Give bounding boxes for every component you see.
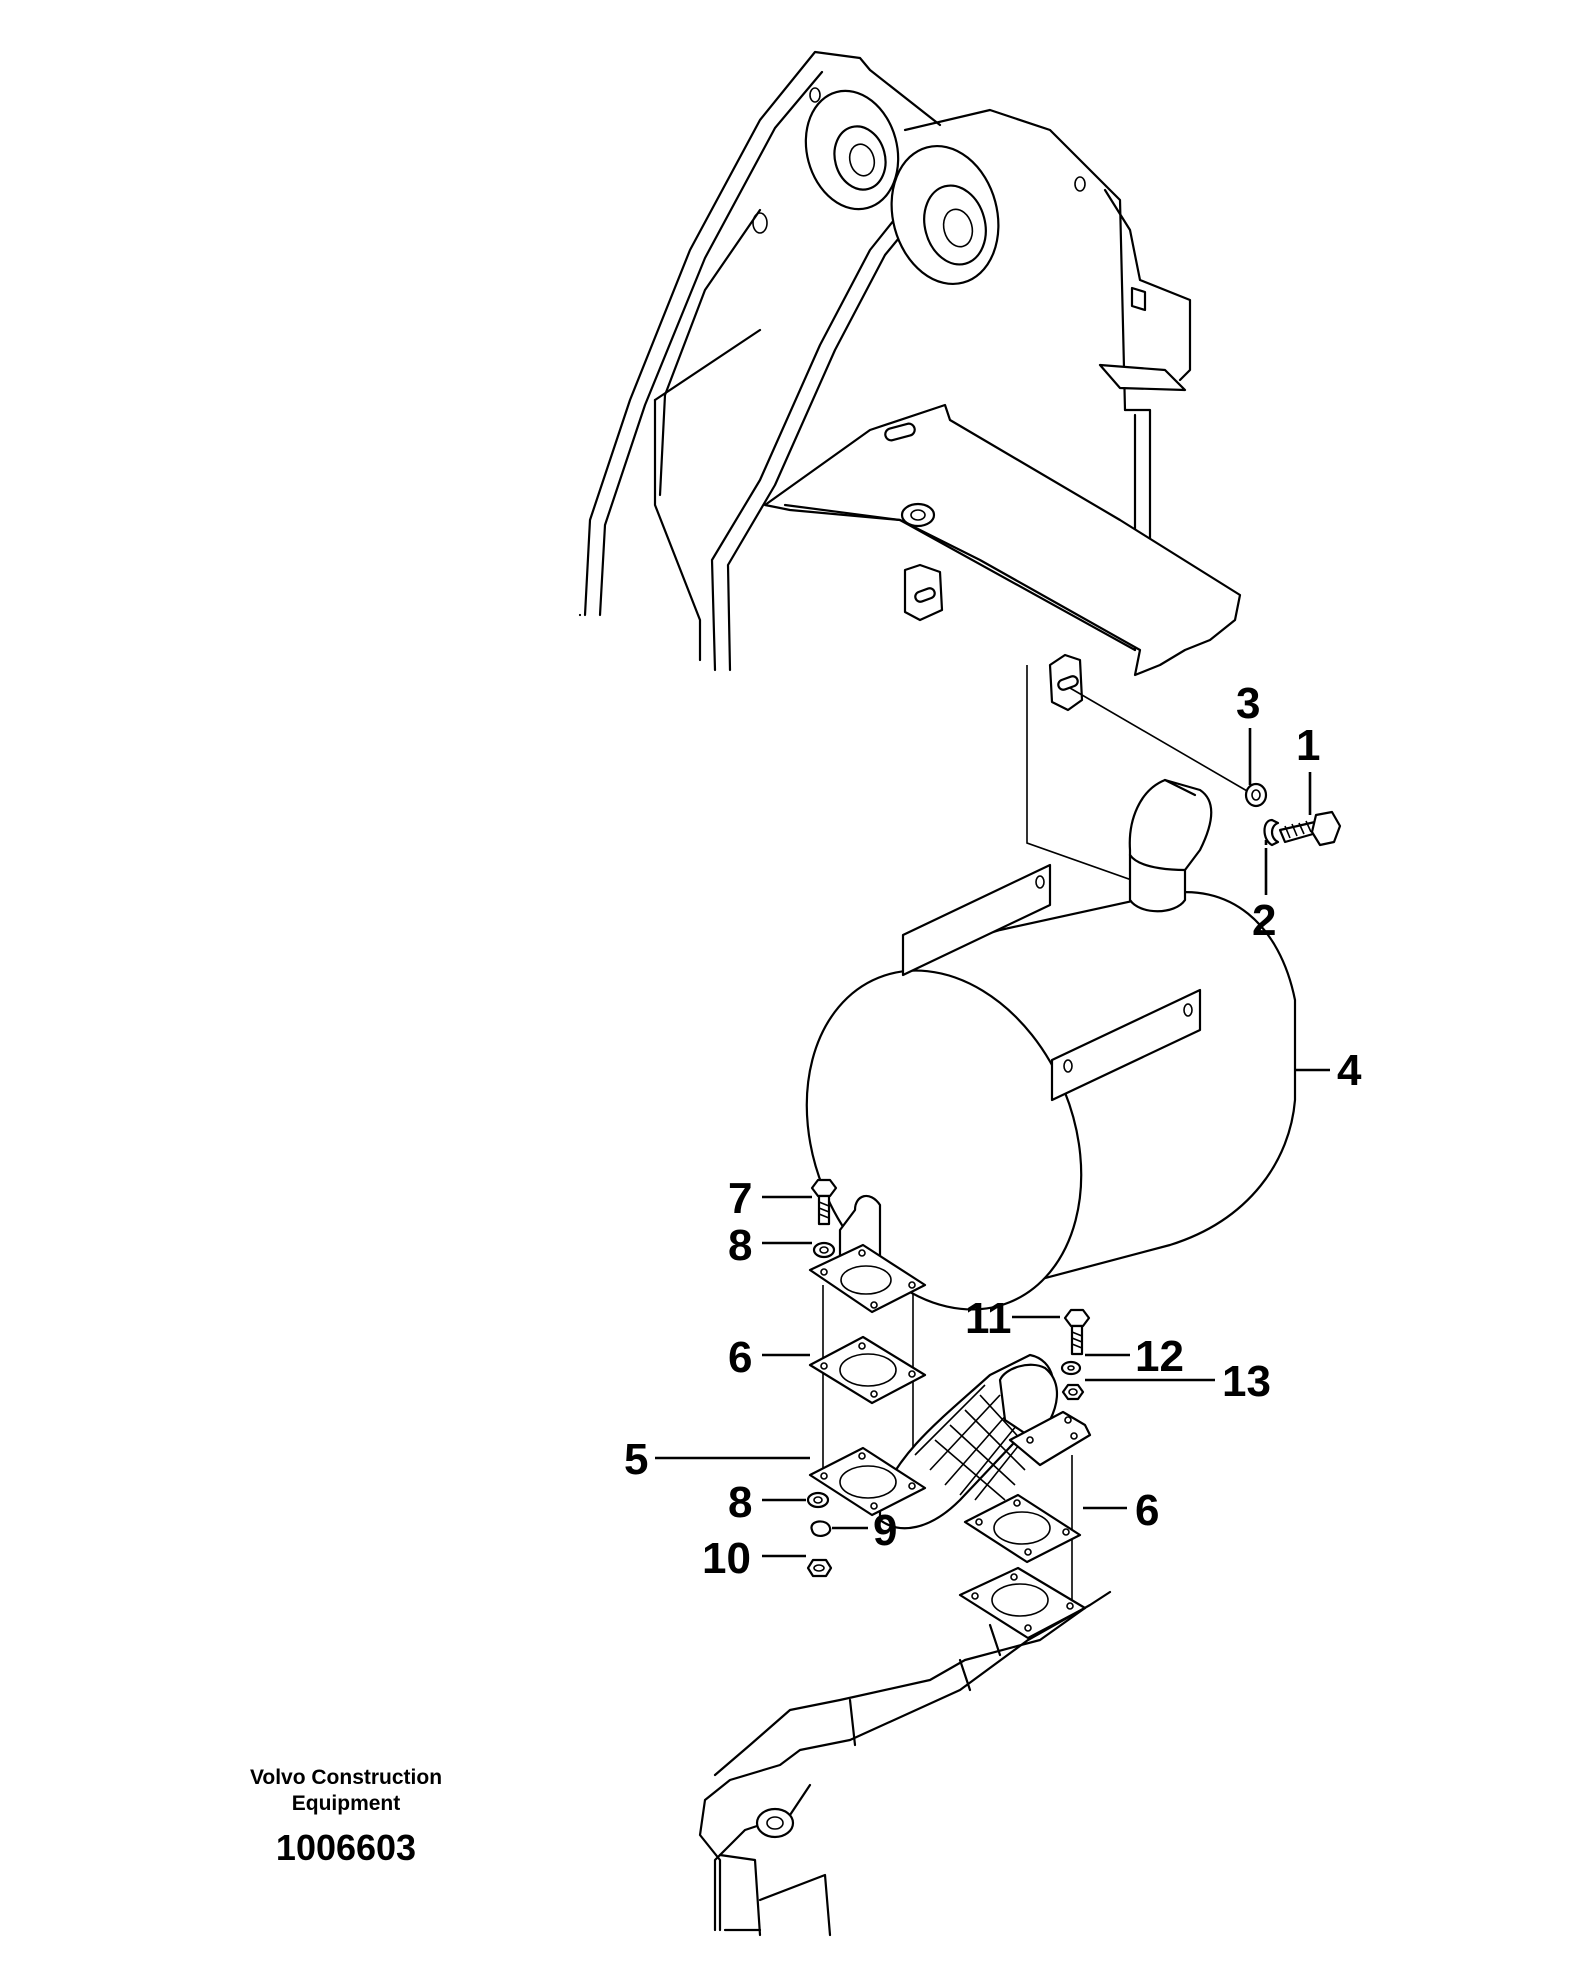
callout-8-upper: 8 [728, 1221, 752, 1270]
callout-6-lower: 6 [1135, 1486, 1159, 1535]
callout-13: 13 [1222, 1357, 1271, 1406]
exhaust-pipe [878, 1353, 1058, 1530]
bolt-part-1 [1278, 810, 1342, 847]
company-name-line2: Equipment [292, 1792, 401, 1815]
callout-labels: 1 2 3 4 5 6 6 7 8 8 9 10 11 12 13 [624, 679, 1362, 1583]
nut-part-10 [806, 1558, 833, 1578]
washer-part-8-upper [812, 1241, 836, 1259]
callout-9: 9 [873, 1506, 897, 1555]
muffler-outlet-flange [808, 1243, 927, 1314]
callout-6-upper: 6 [728, 1333, 752, 1382]
washer-part-8-lower [806, 1491, 830, 1509]
gasket-upper [808, 1335, 927, 1405]
gasket-lower [963, 1493, 1082, 1564]
lock-washer-part-9 [810, 1520, 832, 1537]
pipe-flange-right [1008, 1410, 1092, 1467]
drawing-footer: Volvo Construction Equipment 1006603 [250, 1766, 442, 1868]
callout-3: 3 [1236, 679, 1260, 728]
lock-washer-part-12 [1060, 1360, 1082, 1376]
washer-part-3 [1244, 782, 1268, 808]
callout-2: 2 [1252, 896, 1276, 945]
muffler [805, 778, 1297, 1311]
callout-4: 4 [1337, 1046, 1362, 1095]
callout-leaders [655, 728, 1330, 1558]
bolt-part-11 [1063, 1308, 1091, 1356]
drawing-number: 1006603 [276, 1827, 416, 1868]
callout-11: 11 [965, 1294, 1012, 1343]
pipe-flange-left [808, 1446, 927, 1517]
callout-8-lower: 8 [728, 1478, 752, 1527]
callout-1: 1 [1296, 721, 1320, 770]
boom-bracket-frame [578, 50, 1242, 712]
nut-part-13 [1061, 1383, 1085, 1401]
callout-10: 10 [702, 1534, 751, 1583]
bolt-part-7 [810, 1178, 838, 1226]
engine-exhaust-manifold [698, 1566, 1112, 1937]
callout-7: 7 [728, 1174, 752, 1223]
callout-5: 5 [624, 1435, 648, 1484]
company-name-line1: Volvo Construction [250, 1766, 442, 1789]
callout-12: 12 [1135, 1332, 1184, 1381]
lock-washer-part-2 [1263, 818, 1280, 847]
fasteners [806, 782, 1342, 1578]
